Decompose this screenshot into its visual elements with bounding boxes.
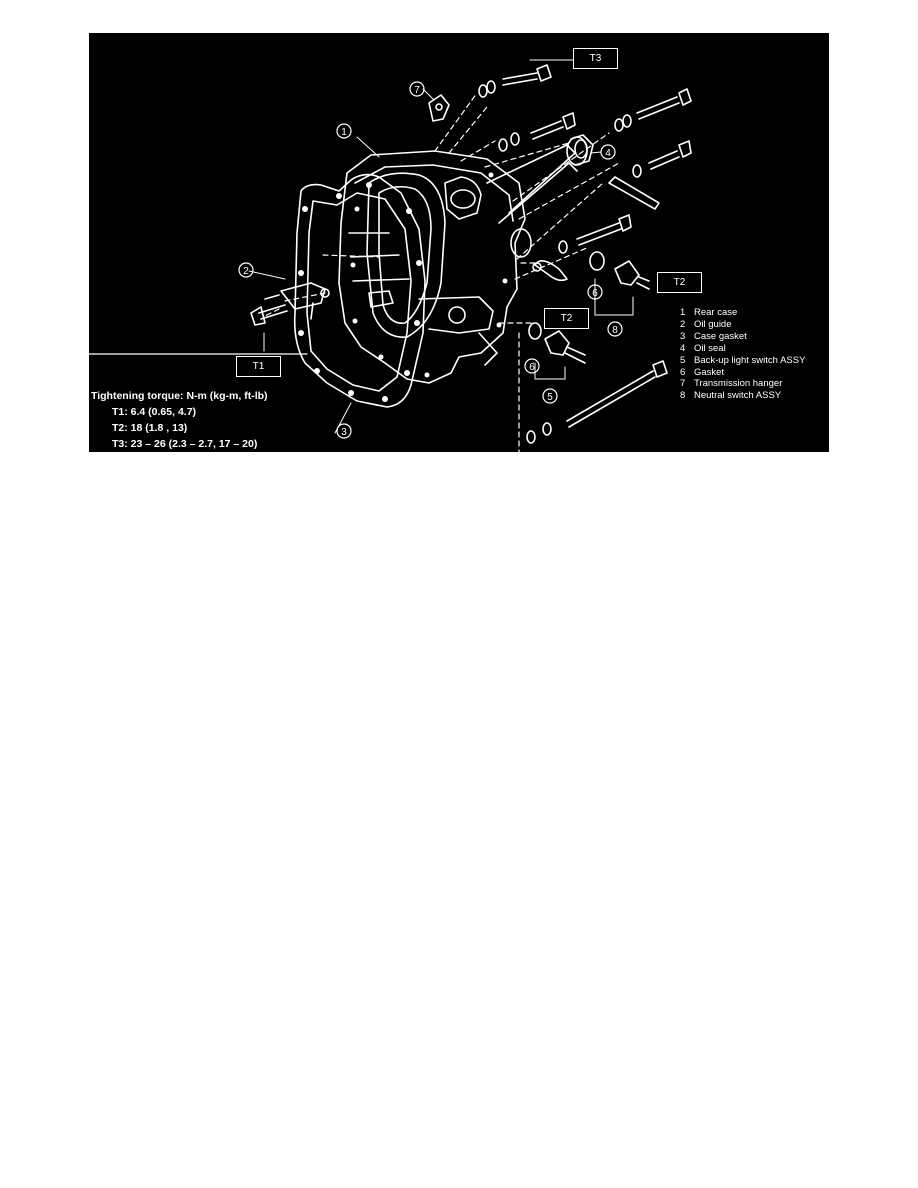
oil-seal-shape bbox=[566, 134, 594, 166]
callout-7: 7 bbox=[409, 81, 425, 97]
t2-upper-label-box: T2 bbox=[657, 272, 702, 293]
t1-bolt bbox=[250, 304, 288, 326]
callout-4: 4 bbox=[600, 144, 616, 160]
tightening-torque-table: Tightening torque: N-m (kg-m, ft-lb) T1:… bbox=[89, 354, 307, 452]
t2-lower-label-box: T2 bbox=[544, 308, 589, 329]
callout-2: 2 bbox=[238, 262, 254, 278]
torque-row-t1: T1: 6.4 (0.65, 4.7) bbox=[112, 406, 197, 418]
svg-text:1: 1 bbox=[341, 127, 347, 138]
svg-text:6: 6 bbox=[592, 288, 598, 299]
torque-row-t2: T2: 18 (1.8 , 13) bbox=[112, 422, 188, 434]
svg-text:5: 5 bbox=[547, 392, 553, 403]
torque-row-t3: T3: 23 – 26 (2.3 – 2.7, 17 – 20) bbox=[112, 438, 258, 450]
case-gasket-shape bbox=[293, 173, 426, 408]
t1-label-box: T1 bbox=[236, 356, 281, 377]
rear-case-shape bbox=[338, 150, 526, 384]
callout-6-upper: 6 bbox=[587, 284, 603, 300]
transmission-hanger-shape bbox=[428, 94, 450, 122]
callout-8: 8 bbox=[607, 321, 623, 337]
svg-text:7: 7 bbox=[414, 85, 420, 96]
callout-1: 1 bbox=[336, 123, 352, 139]
rear-case-exploded-illustration: 1 2 3 4 5 6 6 7 8 bbox=[89, 59, 692, 452]
svg-text:2: 2 bbox=[243, 266, 249, 277]
oil-guide-shape bbox=[280, 282, 326, 310]
t3-label-box: T3 bbox=[573, 48, 618, 69]
callout-3: 3 bbox=[336, 423, 352, 439]
torque-title: Tightening torque: N-m (kg-m, ft-lb) bbox=[91, 390, 268, 402]
svg-text:8: 8 bbox=[612, 325, 618, 336]
svg-text:6: 6 bbox=[529, 362, 535, 373]
callout-6-lower: 6 bbox=[524, 358, 540, 374]
callout-5-lower: 5 bbox=[542, 388, 558, 404]
t3-bolt-top bbox=[478, 64, 552, 98]
svg-text:4: 4 bbox=[605, 148, 611, 159]
svg-text:3: 3 bbox=[341, 427, 347, 438]
